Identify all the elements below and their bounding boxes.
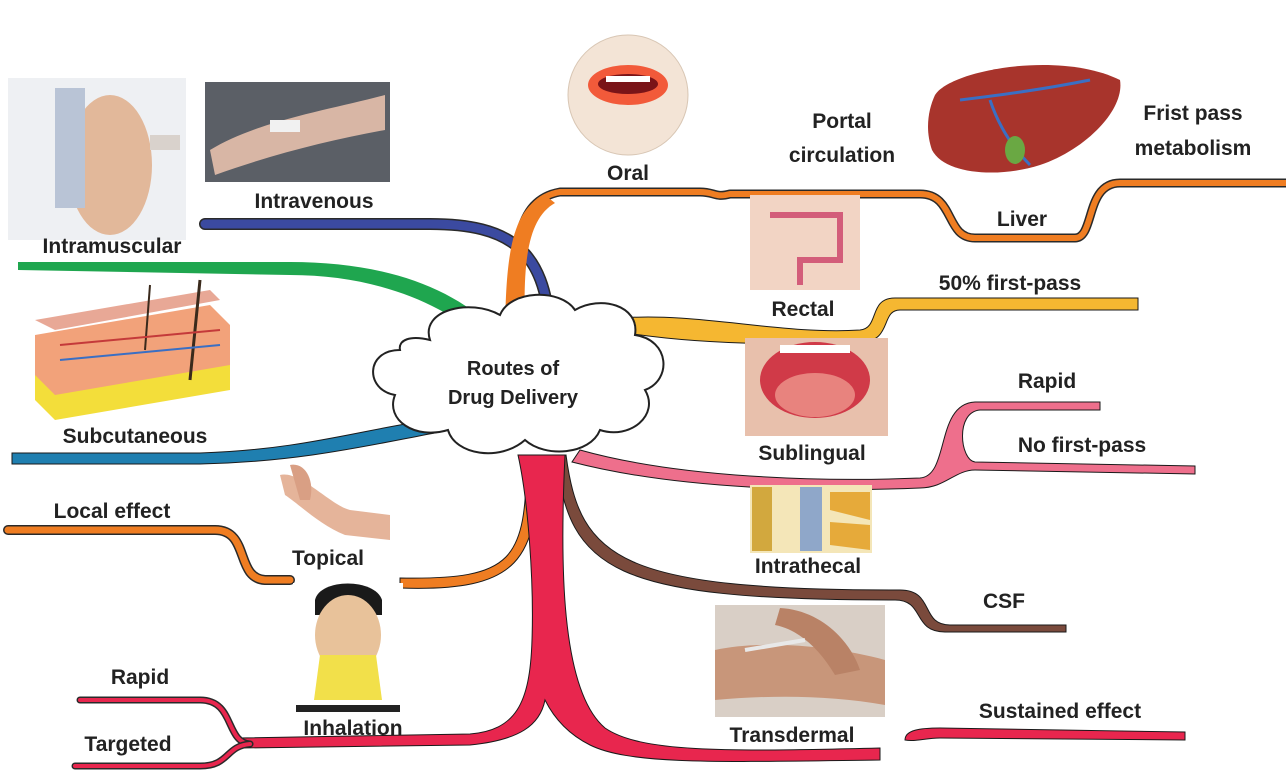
label-subcutaneous: Subcutaneous <box>63 425 208 448</box>
label-liver: Liver <box>997 208 1047 231</box>
intramuscular-image <box>8 78 186 240</box>
label-first-pass-line2: metabolism <box>1135 137 1252 160</box>
label-first-pass-line1: Frist pass <box>1143 102 1242 125</box>
sublingual-image <box>745 338 888 436</box>
label-local-effect: Local effect <box>54 500 171 523</box>
subcutaneous-image <box>35 280 230 420</box>
label-intravenous: Intravenous <box>254 190 373 213</box>
inhalation-image <box>293 583 403 712</box>
center-title-line2: Drug Delivery <box>448 387 579 409</box>
rectal-image <box>750 195 860 290</box>
transdermal-image <box>715 605 885 717</box>
label-rectal-first-pass: 50% first-pass <box>939 272 1081 295</box>
label-rectal: Rectal <box>771 298 834 321</box>
label-topical: Topical <box>292 547 364 570</box>
label-portal-line2: circulation <box>789 144 895 167</box>
center-title-line1: Routes of <box>467 358 560 380</box>
label-csf: CSF <box>983 590 1025 613</box>
label-inhalation-rapid: Rapid <box>111 666 169 689</box>
branch-topical <box>400 458 538 588</box>
liver-image <box>928 65 1120 173</box>
label-transdermal: Transdermal <box>730 724 855 747</box>
branch-transdermal <box>905 728 1185 741</box>
label-oral: Oral <box>607 162 649 185</box>
label-inhalation: Inhalation <box>303 717 402 740</box>
oral-mouth-image <box>568 35 688 155</box>
label-sublingual-rapid: Rapid <box>1018 370 1076 393</box>
topical-image <box>275 460 390 545</box>
label-intramuscular: Intramuscular <box>43 235 182 258</box>
label-inhalation-targeted: Targeted <box>84 733 171 756</box>
label-no-first-pass: No first-pass <box>1018 434 1146 457</box>
branch-local-effect-fill <box>8 530 290 580</box>
label-portal-line1: Portal <box>812 110 872 133</box>
intrathecal-image <box>750 485 872 553</box>
label-sublingual: Sublingual <box>758 442 865 465</box>
intravenous-image <box>205 82 390 182</box>
label-intrathecal: Intrathecal <box>755 555 861 578</box>
branch-rectal <box>620 298 1138 344</box>
label-sustained-effect: Sustained effect <box>979 700 1141 723</box>
